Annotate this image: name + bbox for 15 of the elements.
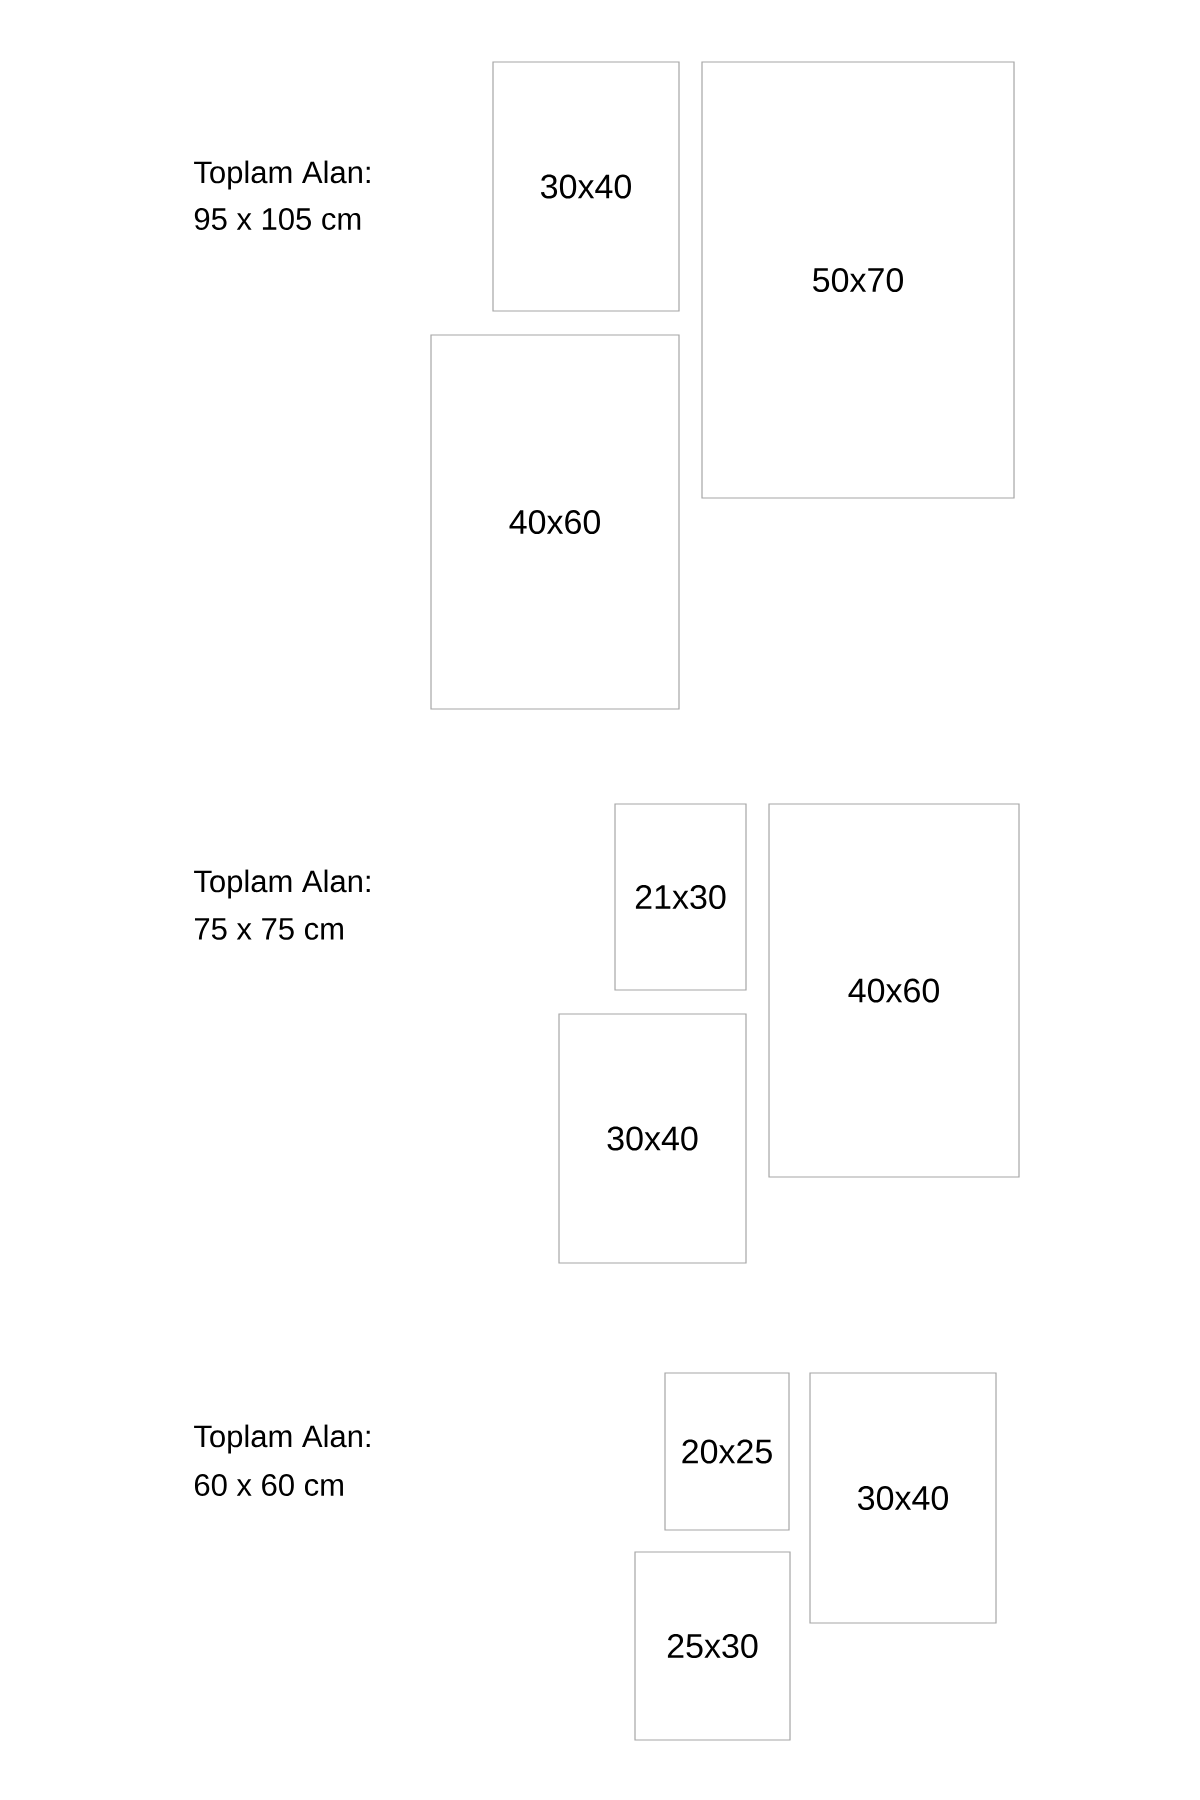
- frame-box: 30x40: [558, 1013, 747, 1264]
- frame-box: 40x60: [430, 334, 680, 710]
- area-label: Toplam Alan:: [194, 869, 370, 899]
- area-label: 75 x 75 cm: [195, 918, 343, 940]
- area-label: 95 x 105 cm: [194, 208, 361, 230]
- frame-box: 40x60: [768, 803, 1020, 1178]
- frame-box: 30x40: [809, 1372, 997, 1624]
- frame-box: 25x30: [634, 1551, 791, 1741]
- area-label: Toplam Alan:: [194, 1424, 370, 1454]
- frame-box: 30x40: [492, 61, 680, 312]
- frame-box: 20x25: [664, 1372, 790, 1531]
- frame-box: 50x70: [701, 61, 1015, 499]
- area-label: Toplam Alan:: [194, 160, 370, 190]
- frame-box: 21x30: [614, 803, 747, 991]
- area-label: 60 x 60 cm: [194, 1474, 343, 1496]
